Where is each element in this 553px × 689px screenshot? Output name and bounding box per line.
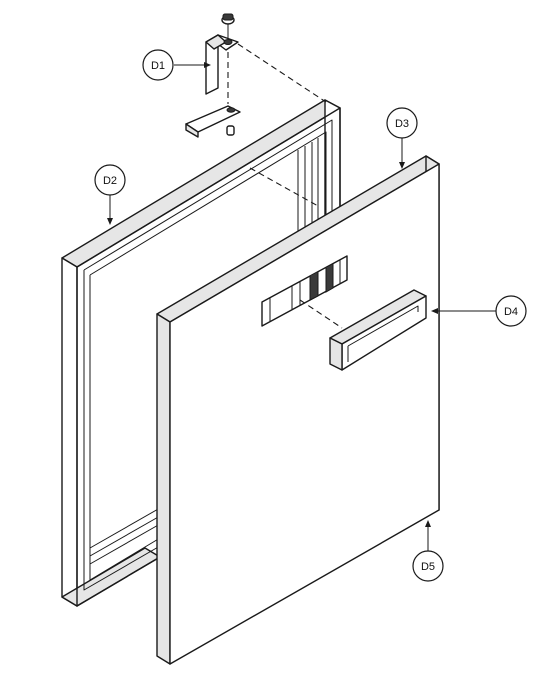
callout-label: D3 bbox=[395, 118, 409, 130]
callout-label: D5 bbox=[421, 561, 435, 573]
callout-leaders bbox=[107, 62, 496, 551]
hinge-pin-alignment-line bbox=[249, 167, 319, 207]
door-frame bbox=[61, 99, 341, 607]
callout-label: D4 bbox=[504, 306, 518, 318]
hinge-alignment-line bbox=[237, 43, 327, 103]
handle-alignment-line bbox=[299, 299, 343, 329]
callout-d1: D1 bbox=[142, 49, 174, 81]
door-panel bbox=[156, 155, 440, 665]
callout-label: D2 bbox=[103, 175, 117, 187]
hinge-bracket bbox=[185, 13, 241, 138]
callout-d5: D5 bbox=[412, 550, 444, 582]
callout-d3: D3 bbox=[386, 107, 418, 139]
callout-d2: D2 bbox=[94, 164, 126, 196]
door-handle bbox=[329, 289, 427, 371]
callout-d4: D4 bbox=[495, 295, 527, 327]
callout-label: D1 bbox=[151, 60, 165, 72]
